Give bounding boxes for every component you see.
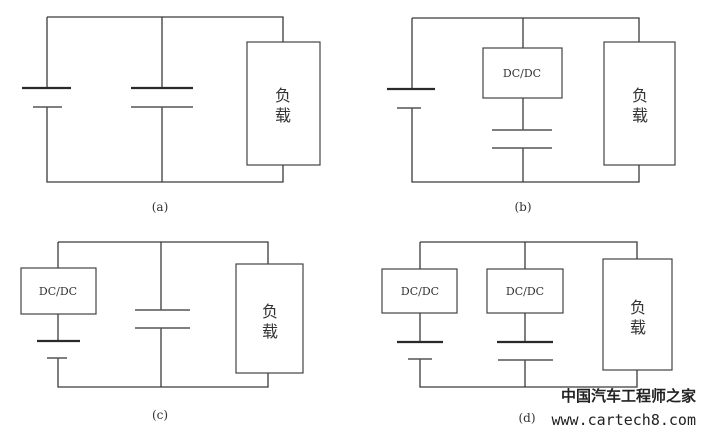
caption-d: (d) xyxy=(518,411,535,425)
load-label-2: 载 xyxy=(632,106,648,125)
panel-c: DC/DC 负 载 (c) xyxy=(20,241,304,422)
dcdc-box-1 xyxy=(381,268,458,314)
dcdc-label-2: DC/DC xyxy=(506,285,544,298)
watermark-url: www.cartech8.com xyxy=(552,411,697,429)
wire-bottom xyxy=(419,359,638,388)
caption-c: (c) xyxy=(152,408,168,422)
load-box xyxy=(602,258,673,371)
wire-bottom xyxy=(411,108,640,183)
load-label-1: 负 xyxy=(630,298,646,317)
wire-top xyxy=(47,16,284,42)
dcdc-label: DC/DC xyxy=(39,285,77,298)
panel-d: DC/DC DC/DC 负 载 (d) xyxy=(381,241,673,425)
dcdc-box-2 xyxy=(486,268,564,314)
watermark: 中国汽车工程师之家 www.cartech8.com xyxy=(552,387,697,429)
load-box xyxy=(246,41,321,166)
load-box xyxy=(603,41,676,166)
wire-bottom xyxy=(46,107,284,183)
load-label-2: 载 xyxy=(630,318,646,337)
load-label-1: 负 xyxy=(275,86,291,105)
dcdc-box xyxy=(20,267,97,315)
dcdc-label: DC/DC xyxy=(503,67,541,80)
wire-top xyxy=(420,241,638,259)
wire-top xyxy=(412,17,640,42)
wire-bottom xyxy=(57,358,269,388)
dcdc-box xyxy=(482,47,563,99)
watermark-title: 中国汽车工程师之家 xyxy=(561,387,696,405)
wire-top xyxy=(58,241,269,264)
load-label-2: 载 xyxy=(262,322,278,341)
dcdc-label-1: DC/DC xyxy=(401,285,439,298)
load-label-1: 负 xyxy=(262,302,278,321)
panel-b: DC/DC 负 载 (b) xyxy=(387,17,676,214)
panel-a: 负 载 (a) xyxy=(22,16,321,214)
caption-a: (a) xyxy=(152,200,169,214)
load-label-2: 载 xyxy=(275,106,291,125)
load-box xyxy=(235,263,304,374)
load-label-1: 负 xyxy=(632,86,648,105)
caption-b: (b) xyxy=(514,200,531,214)
